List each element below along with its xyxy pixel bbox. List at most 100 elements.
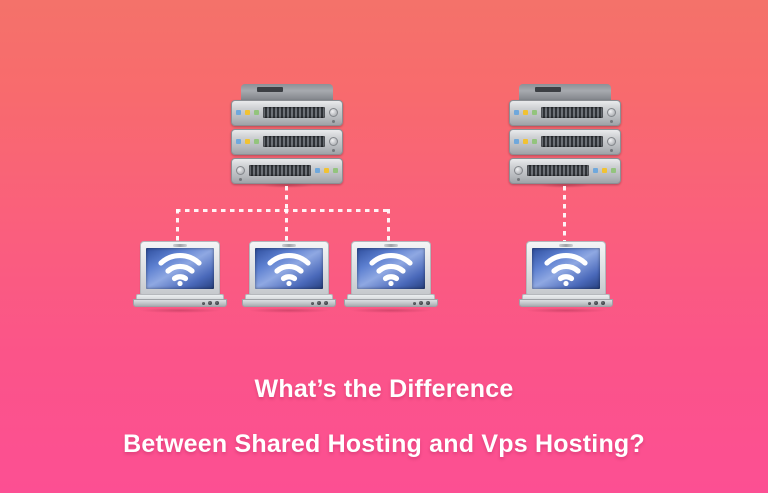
server-power-knob — [329, 136, 338, 146]
status-led-green — [532, 109, 537, 115]
status-led-green — [532, 138, 537, 144]
laptop-base — [242, 294, 336, 307]
server-front-panel — [236, 162, 338, 178]
laptop-screen — [255, 248, 323, 289]
server-indicator-dot — [610, 120, 613, 123]
laptop-drop-shadow — [525, 308, 607, 313]
port-icon — [594, 301, 598, 305]
status-led-amber — [324, 167, 329, 173]
server-power-knob — [607, 107, 616, 117]
connector-direct-vps — [563, 186, 566, 242]
status-led-amber — [602, 167, 607, 173]
port-icon — [215, 301, 219, 305]
laptop-screen — [146, 248, 214, 289]
laptop-base — [519, 294, 613, 307]
laptop-drop-shadow — [139, 308, 221, 313]
laptop-lid — [140, 241, 220, 295]
laptop-keyboard-deck — [347, 294, 435, 300]
server-power-knob — [514, 165, 523, 175]
port-icon — [426, 301, 430, 305]
connector-trunk-shared — [285, 186, 288, 210]
server-drop-shadow — [261, 183, 313, 188]
client-laptop — [344, 241, 438, 313]
server-unit — [509, 158, 621, 184]
status-led-amber — [523, 109, 528, 115]
laptop-base — [133, 294, 227, 307]
port-icon — [601, 301, 605, 305]
status-led-blue — [514, 109, 519, 115]
status-led-green — [254, 109, 259, 115]
server-indicator-dot — [610, 149, 613, 152]
status-led-blue — [236, 138, 241, 144]
status-led-blue — [593, 167, 598, 173]
server-front-panel — [236, 133, 338, 149]
server-power-knob — [607, 136, 616, 146]
server-front-panel — [514, 133, 616, 149]
port-icon — [311, 301, 314, 305]
wifi-icon — [369, 253, 413, 287]
headline-line-1: What’s the Difference — [254, 375, 514, 403]
status-led-green — [333, 167, 338, 173]
server-power-knob — [329, 107, 338, 117]
port-icon — [419, 301, 423, 305]
server-unit — [231, 100, 343, 126]
port-icon — [413, 301, 416, 305]
server-indicator-dot — [517, 178, 520, 181]
headline-block: What’s the Difference Between Shared Hos… — [0, 362, 768, 472]
connector-drop-client-3 — [387, 209, 390, 242]
server-unit — [509, 129, 621, 155]
server-power-knob — [236, 165, 245, 175]
status-led-blue — [236, 109, 241, 115]
port-icon — [317, 301, 321, 305]
server-stack-shared — [231, 84, 343, 188]
laptop-front-edge — [344, 299, 438, 307]
server-vent-grille — [263, 106, 325, 118]
port-icon — [202, 301, 205, 305]
server-indicator-dot — [239, 178, 242, 181]
wifi-icon — [544, 253, 588, 287]
webcam-icon — [559, 244, 573, 247]
connector-drop-client-1 — [176, 209, 179, 242]
laptop-drop-shadow — [350, 308, 432, 313]
laptop-keyboard-deck — [522, 294, 610, 300]
laptop-base — [344, 294, 438, 307]
client-laptop — [133, 241, 227, 313]
server-drop-shadow — [539, 183, 591, 188]
server-indicator-dot — [332, 149, 335, 152]
port-icon — [588, 301, 591, 305]
webcam-icon — [282, 244, 296, 247]
laptop-keyboard-deck — [136, 294, 224, 300]
server-stack-vps — [509, 84, 621, 188]
server-vent-grille — [249, 164, 311, 176]
server-unit — [231, 158, 343, 184]
connector-bus-shared — [176, 209, 389, 212]
connector-drop-client-2 — [285, 209, 288, 242]
port-icon — [208, 301, 212, 305]
server-indicator-dot — [332, 120, 335, 123]
laptop-lid — [526, 241, 606, 295]
server-vent-grille — [541, 135, 603, 147]
server-front-panel — [514, 162, 616, 178]
laptop-screen — [532, 248, 600, 289]
wifi-icon — [158, 253, 202, 287]
headline-line-2: Between Shared Hosting and Vps Hosting? — [123, 430, 645, 458]
server-unit — [509, 100, 621, 126]
client-laptop — [242, 241, 336, 313]
server-vent-grille — [263, 135, 325, 147]
server-vent-grille — [541, 106, 603, 118]
status-led-amber — [245, 109, 250, 115]
status-led-green — [611, 167, 616, 173]
laptop-screen — [357, 248, 425, 289]
status-led-blue — [315, 167, 320, 173]
server-vent-grille — [527, 164, 589, 176]
laptop-front-edge — [519, 299, 613, 307]
server-front-panel — [236, 104, 338, 120]
server-top-cover — [519, 84, 611, 101]
status-led-amber — [245, 138, 250, 144]
laptop-lid — [249, 241, 329, 295]
laptop-drop-shadow — [248, 308, 330, 313]
status-led-amber — [523, 138, 528, 144]
server-front-panel — [514, 104, 616, 120]
server-unit — [231, 129, 343, 155]
